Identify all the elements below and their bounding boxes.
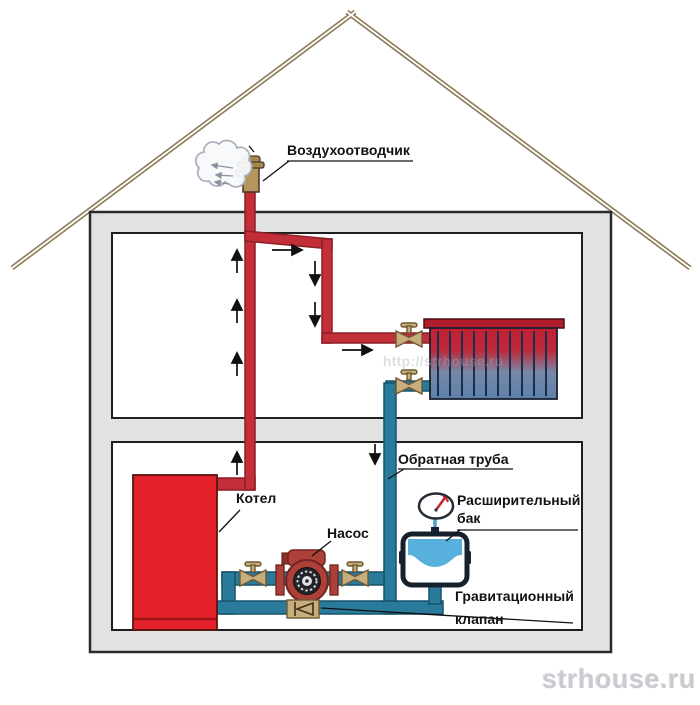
pump-label: Насос xyxy=(327,525,369,541)
expansion-tank-label: Расширительный бак xyxy=(457,492,581,527)
gravity-valve-icon xyxy=(286,599,320,619)
roof xyxy=(10,9,692,271)
steam-cloud-icon xyxy=(194,139,253,188)
air-vent-label: Воздухоотводчик xyxy=(287,142,410,158)
pressure-gauge-icon xyxy=(417,492,455,520)
radiator-return-valve-icon xyxy=(395,369,423,396)
label-pointer-lines xyxy=(218,145,578,624)
flow-arrows xyxy=(230,243,382,475)
pump-icon xyxy=(275,549,339,603)
return-pipe-label: Обратная труба xyxy=(398,451,509,467)
expansion-tank-icon xyxy=(399,518,471,588)
radiator xyxy=(423,318,565,400)
watermark-url: http://strhouse.ru xyxy=(383,354,504,369)
boiler-label: Котел xyxy=(236,490,277,506)
boiler xyxy=(132,474,218,631)
radiator-supply-valve-icon xyxy=(395,322,423,349)
pump-right-valve-icon xyxy=(341,561,369,588)
pump-left-valve-icon xyxy=(239,561,267,588)
watermark-site: strhouse.ru xyxy=(541,664,696,694)
gravity-valve-label: Гравитационный клапан xyxy=(455,588,574,628)
